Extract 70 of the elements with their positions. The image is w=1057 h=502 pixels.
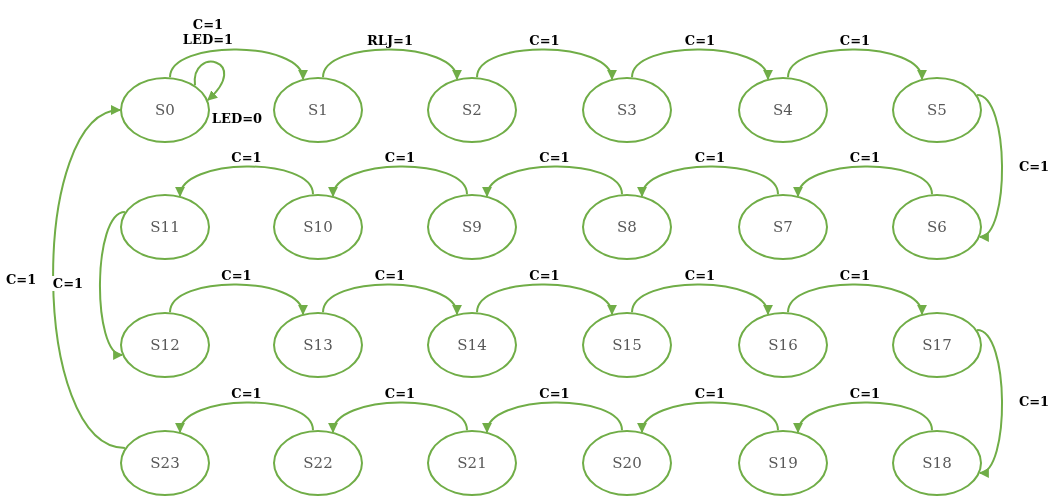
arrow [484, 165, 623, 197]
arrow [169, 48, 306, 80]
edge-label: C=1 [693, 149, 727, 165]
arrow [787, 283, 925, 315]
state-ellipse: S19 [738, 430, 828, 496]
edge-label: C=1 [220, 267, 253, 283]
edge-label: C=1 [838, 267, 872, 283]
edge-label: C=1 [693, 385, 727, 401]
state-ellipse: S22 [273, 430, 363, 496]
edge-label: C=1 [848, 385, 882, 401]
edge-label: C=1 [51, 276, 85, 291]
edge-label: C=1 [528, 32, 561, 48]
state-ellipse: S2 [427, 77, 517, 143]
state-ellipse: S23 [120, 430, 210, 496]
edge-label: C=1 [230, 385, 263, 401]
edge-label: LED=0 [210, 110, 264, 126]
arrow [631, 283, 771, 315]
state-ellipse: S16 [738, 312, 828, 378]
edge-label: C=1 [538, 149, 571, 165]
arrow [476, 48, 615, 80]
arrow [322, 48, 460, 80]
state-ellipse: S9 [427, 194, 517, 260]
state-ellipse: S12 [120, 312, 210, 378]
edge-label: C=1 [848, 149, 882, 165]
state-ellipse: S18 [892, 430, 982, 496]
arrow [639, 165, 779, 197]
state-ellipse: S0 [120, 77, 210, 143]
state-ellipse: S20 [582, 430, 672, 496]
edge-label: C=1 [4, 271, 38, 287]
arrow [639, 401, 779, 433]
arrow [476, 283, 615, 315]
state-ellipse: S4 [738, 77, 828, 143]
arrow [631, 48, 771, 80]
edge-label: C=1 [683, 267, 717, 283]
state-ellipse: S10 [273, 194, 363, 260]
state-ellipse: S13 [273, 312, 363, 378]
state-ellipse: S1 [273, 77, 363, 143]
arrow [484, 401, 623, 433]
arrow [330, 401, 468, 433]
edge-label: C=1 [383, 149, 417, 165]
arrow [177, 401, 314, 433]
state-ellipse: S11 [120, 194, 210, 260]
arrow [52, 108, 126, 449]
arrow [194, 60, 226, 101]
state-ellipse: S21 [427, 430, 517, 496]
edge-label: C=1 [528, 267, 561, 283]
arrow [330, 165, 468, 197]
state-ellipse: S7 [738, 194, 828, 260]
edge-label: RLJ=1 [365, 32, 414, 48]
state-ellipse: S17 [892, 312, 982, 378]
edge-label: C=1 [538, 385, 571, 401]
state-ellipse: S5 [892, 77, 982, 143]
edge-label: C=1 [683, 32, 717, 48]
state-ellipse: S3 [582, 77, 672, 143]
edge-label: C=1 [1017, 394, 1051, 409]
arrow [795, 401, 933, 433]
arrow [787, 48, 925, 80]
state-ellipse: S8 [582, 194, 672, 260]
edge-label: C=1 [383, 385, 417, 401]
edge-label: C=1 [230, 149, 263, 165]
arrow [177, 165, 314, 197]
arrow [322, 283, 460, 315]
edge-label: C=1 [373, 267, 407, 283]
edge-label: C=1 [1017, 158, 1051, 174]
state-ellipse: S14 [427, 312, 517, 378]
arrow [169, 283, 306, 315]
state-ellipse: S15 [582, 312, 672, 378]
edge-label: C=1 [838, 32, 872, 48]
arrow [795, 165, 933, 197]
state-ellipse: S6 [892, 194, 982, 260]
